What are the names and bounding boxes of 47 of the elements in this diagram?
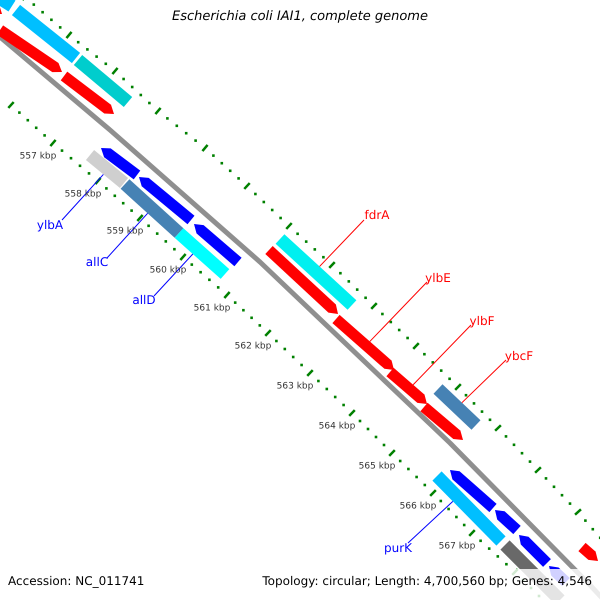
leader-line <box>408 500 454 544</box>
gene-segment <box>139 177 194 224</box>
gene-segment <box>101 148 140 180</box>
gene-bar <box>434 384 480 430</box>
gene-label: allC <box>86 256 108 268</box>
gene-segment <box>578 542 598 561</box>
tick-label: 565 kbp <box>358 462 396 472</box>
tick-label: 564 kbp <box>318 422 356 432</box>
gene-segment <box>194 224 242 266</box>
tick-label: 558 kbp <box>64 190 102 200</box>
gene-bar <box>0 0 16 12</box>
gene-label: allD <box>132 294 156 306</box>
tick-label: 562 kbp <box>234 342 272 352</box>
gene-label: fdrA <box>364 209 390 221</box>
accession-text: Accession: NC_011741 <box>8 574 144 588</box>
leader-line <box>154 254 194 296</box>
gene-segment <box>60 72 114 114</box>
gene-segment <box>519 535 551 567</box>
tick-label: 567 kbp <box>438 542 476 552</box>
gene-bar <box>276 234 356 310</box>
tick-label: 557 kbp <box>20 152 56 162</box>
leader-line <box>319 220 364 267</box>
tick-label: 561 kbp <box>194 304 230 314</box>
genome-stats-text: Topology: circular; Length: 4,700,560 bp; Genes: 4,546 <box>262 574 592 588</box>
title: Escherichia coli IAI1, complete genome <box>171 9 429 25</box>
leader-line <box>106 212 148 258</box>
gene-segment <box>332 314 394 370</box>
leader-line <box>369 282 428 342</box>
gene-label: ylbA <box>36 219 64 231</box>
gene-label: ybcF <box>504 350 534 362</box>
gene-segment <box>420 402 463 440</box>
gene-label: ylbF <box>470 315 494 327</box>
gene-segment <box>495 510 521 534</box>
leader-line <box>62 174 104 220</box>
leader-line <box>412 324 472 386</box>
gene-label: ylbE <box>425 272 451 284</box>
tick-label: 566 kbp <box>400 502 436 512</box>
gene-bar <box>86 150 128 188</box>
gene-segment <box>265 246 338 314</box>
gene-bar <box>12 4 80 64</box>
leader-line <box>461 360 506 404</box>
gene-bar <box>74 55 132 107</box>
tick-label: 563 kbp <box>276 382 314 392</box>
gene-segment <box>450 470 497 512</box>
gene-segment <box>0 25 62 72</box>
gene-label: purK <box>384 542 412 554</box>
gene-segment <box>386 368 427 404</box>
